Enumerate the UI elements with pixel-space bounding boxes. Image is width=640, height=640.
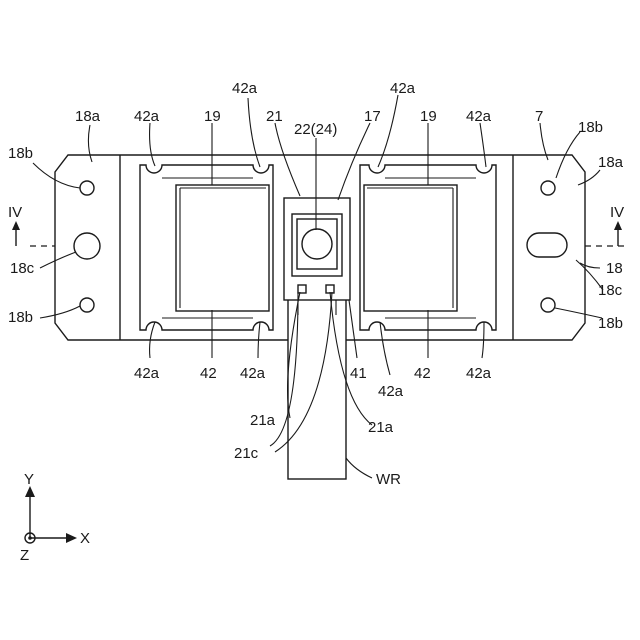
pad-19-right [364,185,457,311]
label-wr: WR [376,471,401,488]
label-42a-br1: 42a [378,383,404,400]
label-42-right: 42 [414,365,431,382]
label-42-left: 42 [200,365,217,382]
label-42a-tr2: 42a [466,108,492,125]
label-18: 18 [606,260,623,277]
label-18a-left: 18a [75,108,101,125]
label-21a-left: 21a [250,412,276,429]
label-21: 21 [266,108,283,125]
hole-18b-tl [80,181,94,195]
label-42a-tl1: 42a [134,108,160,125]
label-42a-br2: 42a [466,365,492,382]
label-7: 7 [535,108,543,125]
section-arrowhead-left [12,221,20,230]
frame-right-41 [360,165,496,330]
label-18b-tl: 18b [8,145,33,162]
axis-z-label: Z [20,547,29,564]
hole-18c-left [74,233,100,259]
hole-18b-tr [541,181,555,195]
axis-x-arrowhead [66,533,77,543]
slot-18c-right [527,233,567,257]
axis-z-dot [28,536,32,540]
axis-y-label: Y [24,471,34,488]
label-42a-bl2: 42a [240,365,266,382]
label-18c-right: 18c [598,282,623,299]
label-18b-tr: 18b [578,119,603,136]
hole-18b-br [541,298,555,312]
section-arrowhead-right [614,221,622,230]
label-21c: 21c [234,445,259,462]
label-21a-right: 21a [368,419,394,436]
hole-18b-bl [80,298,94,312]
label-42a-bl1: 42a [134,365,160,382]
label-19-left: 19 [204,108,221,125]
label-18a-right: 18a [598,154,624,171]
label-41: 41 [350,365,367,382]
label-18c-left: 18c [10,260,35,277]
label-42a-tr1: 42a [390,80,416,97]
label-iv-right: IV [610,204,624,221]
label-18b-bl: 18b [8,309,33,326]
label-42a-tl2: 42a [232,80,258,97]
label-22-24: 22(24) [294,121,337,138]
axis-x-label: X [80,530,90,547]
label-18b-br: 18b [598,315,623,332]
pad-19-left [176,185,269,311]
label-17: 17 [364,108,381,125]
label-iv-left: IV [8,204,22,221]
frame-left-41 [140,165,273,330]
label-19-right: 19 [420,108,437,125]
